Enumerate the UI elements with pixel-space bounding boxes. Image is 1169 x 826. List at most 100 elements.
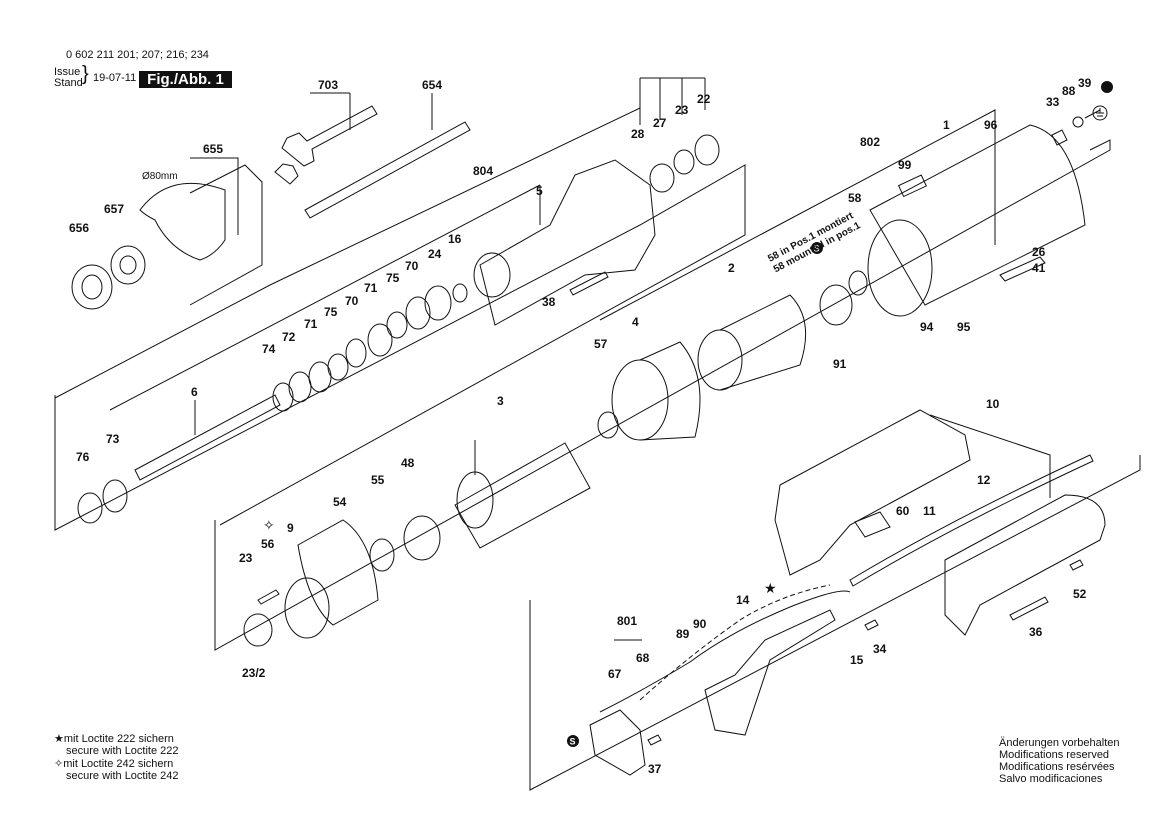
- ring-72: [288, 371, 312, 403]
- label-2: 2: [728, 261, 735, 275]
- star-marker-icon: ★: [764, 580, 777, 596]
- bearing-24: [424, 285, 452, 321]
- gear-housing-5: [479, 159, 656, 326]
- label-96: 96: [984, 118, 998, 132]
- sleeve-27: [673, 149, 695, 175]
- label-23-2: 23/2: [242, 666, 266, 680]
- flange-plate-54: [297, 519, 379, 626]
- nut-23-2: [243, 613, 273, 647]
- label-34: 34: [873, 642, 887, 656]
- star-icon: ★: [54, 733, 64, 745]
- figure-label: Fig./Abb. 1: [139, 71, 232, 88]
- armature-3: [454, 442, 591, 549]
- label-55: 55: [371, 473, 385, 487]
- label-24: 24: [428, 247, 442, 261]
- switch-14: [704, 609, 836, 736]
- s-marker-2: S: [567, 735, 579, 747]
- note-es: Salvo modificaciones: [999, 773, 1103, 785]
- bracket-655: [190, 157, 239, 235]
- bearing-70: [405, 296, 431, 330]
- label-94: 94: [920, 320, 934, 334]
- nut-656-inner: [81, 274, 103, 300]
- bearing-28: [649, 163, 675, 193]
- label-73: 73: [106, 432, 120, 446]
- label-801: 801: [617, 614, 637, 628]
- label-15: 15: [850, 653, 864, 667]
- label-23: 23: [675, 103, 689, 117]
- flange-657-inner: [119, 255, 137, 275]
- label-28: 28: [631, 127, 645, 141]
- label-3: 3: [497, 394, 504, 408]
- label-56: 56: [261, 537, 275, 551]
- label-4: 4: [632, 315, 639, 329]
- ring-74: [272, 382, 294, 412]
- label-10: 10: [986, 397, 1000, 411]
- label-1: 1: [943, 118, 950, 132]
- stator-2-body: [719, 294, 807, 391]
- label-75-upper: 75: [386, 271, 400, 285]
- label-80mm: Ø80mm: [142, 171, 178, 182]
- label-9: 9: [287, 521, 294, 535]
- label-657: 657: [104, 202, 124, 216]
- label-71-upper: 71: [364, 281, 378, 295]
- legend-222-de: mit Loctite 222 sichern: [63, 733, 174, 745]
- label-16: 16: [448, 232, 462, 246]
- sleeve-4-front: [611, 359, 669, 441]
- label-703: 703: [318, 78, 338, 92]
- label-68: 68: [636, 651, 650, 665]
- motor-housing-1-opening: [867, 219, 933, 317]
- frame-handle-group: [529, 455, 1141, 791]
- brace: }: [82, 63, 89, 85]
- label-6: 6: [191, 385, 198, 399]
- ring-75: [327, 353, 349, 381]
- wrench-703: [281, 105, 378, 167]
- ring-91: [819, 284, 853, 326]
- screw-37: [647, 734, 662, 746]
- frame-wrench-group: [189, 164, 263, 306]
- label-60: 60: [896, 504, 910, 518]
- label-26: 26: [1032, 245, 1046, 259]
- label-11: 11: [923, 504, 936, 518]
- label-89: 89: [676, 627, 690, 641]
- label-58: 58: [848, 191, 862, 205]
- wires-dash: [639, 584, 831, 701]
- label-74: 74: [262, 342, 276, 356]
- plate-26: [999, 256, 1046, 282]
- label-72: 72: [282, 330, 296, 344]
- frame-motor-group: [214, 139, 1111, 651]
- label-57: 57: [594, 337, 608, 351]
- ring-58: [848, 270, 868, 296]
- outline-star-icon: ✧: [54, 758, 64, 770]
- issue-date: 19-07-11: [93, 72, 137, 84]
- screw-34: [864, 619, 879, 631]
- frame-housing-group: [54, 164, 746, 531]
- label-656: 656: [69, 221, 89, 235]
- label-654: 654: [422, 78, 442, 92]
- ring-73: [102, 479, 128, 513]
- issue-label: Issue: [54, 66, 81, 78]
- stand-label: Stand: [54, 77, 83, 89]
- label-67: 67: [608, 667, 622, 681]
- screw-39: [1084, 109, 1101, 119]
- clip-33: [1051, 129, 1068, 146]
- bearing-plate-48: [403, 515, 441, 561]
- pos1-note: 58 in Pos.1 montiert 58 mounted in pos.1: [766, 210, 863, 275]
- label-99: [897, 174, 927, 198]
- label-12: 12: [977, 473, 991, 487]
- label-22: 22: [697, 92, 711, 106]
- bracket-60: [854, 511, 891, 538]
- label-90: 90: [693, 617, 707, 631]
- ring-70: [345, 338, 367, 368]
- ring-76: [77, 492, 103, 524]
- legend-222-en: secure with Loctite 222: [66, 745, 179, 757]
- label-71-lower: 71: [304, 317, 318, 331]
- flange-22: [694, 134, 720, 166]
- label-33: 33: [1046, 95, 1060, 109]
- legend-242-en: secure with Loctite 242: [66, 770, 179, 782]
- armature-3-commutator: [456, 471, 494, 529]
- label-23-lower: 23: [239, 551, 253, 565]
- guard-67: [589, 709, 646, 776]
- housing-5-nose: [473, 252, 511, 298]
- ground-symbol-icon: [1092, 105, 1108, 121]
- label-5: 5: [536, 184, 543, 198]
